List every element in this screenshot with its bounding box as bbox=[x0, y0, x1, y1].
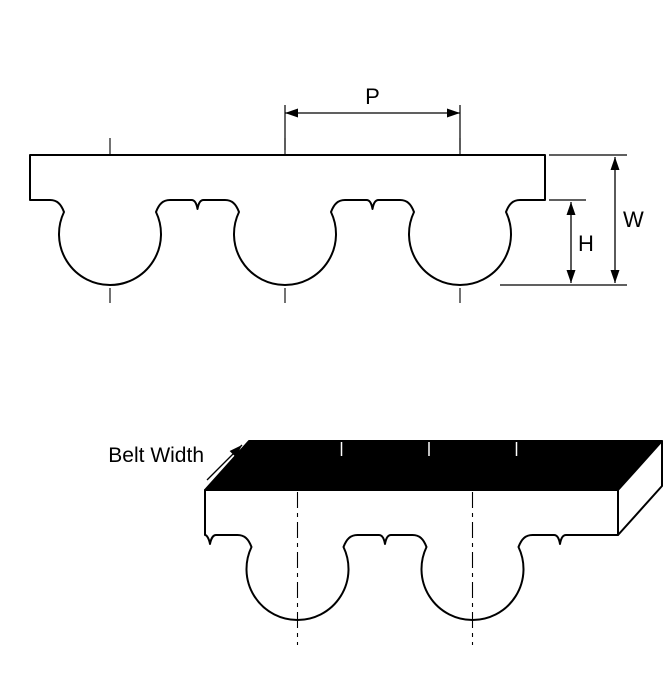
pitch-label: P bbox=[365, 84, 380, 109]
belt-top-surface bbox=[204, 440, 663, 491]
belt-end-face bbox=[617, 440, 663, 536]
profile-view: P W H bbox=[29, 84, 644, 303]
belt-front-face bbox=[204, 489, 619, 621]
belt-profile-outline bbox=[29, 154, 546, 286]
tooth-height-label: H bbox=[578, 231, 594, 256]
isometric-view: Belt Width bbox=[108, 440, 663, 645]
thickness-label: W bbox=[623, 207, 644, 232]
belt-width-label: Belt Width bbox=[108, 444, 204, 467]
belt-width-arrow bbox=[206, 444, 243, 481]
